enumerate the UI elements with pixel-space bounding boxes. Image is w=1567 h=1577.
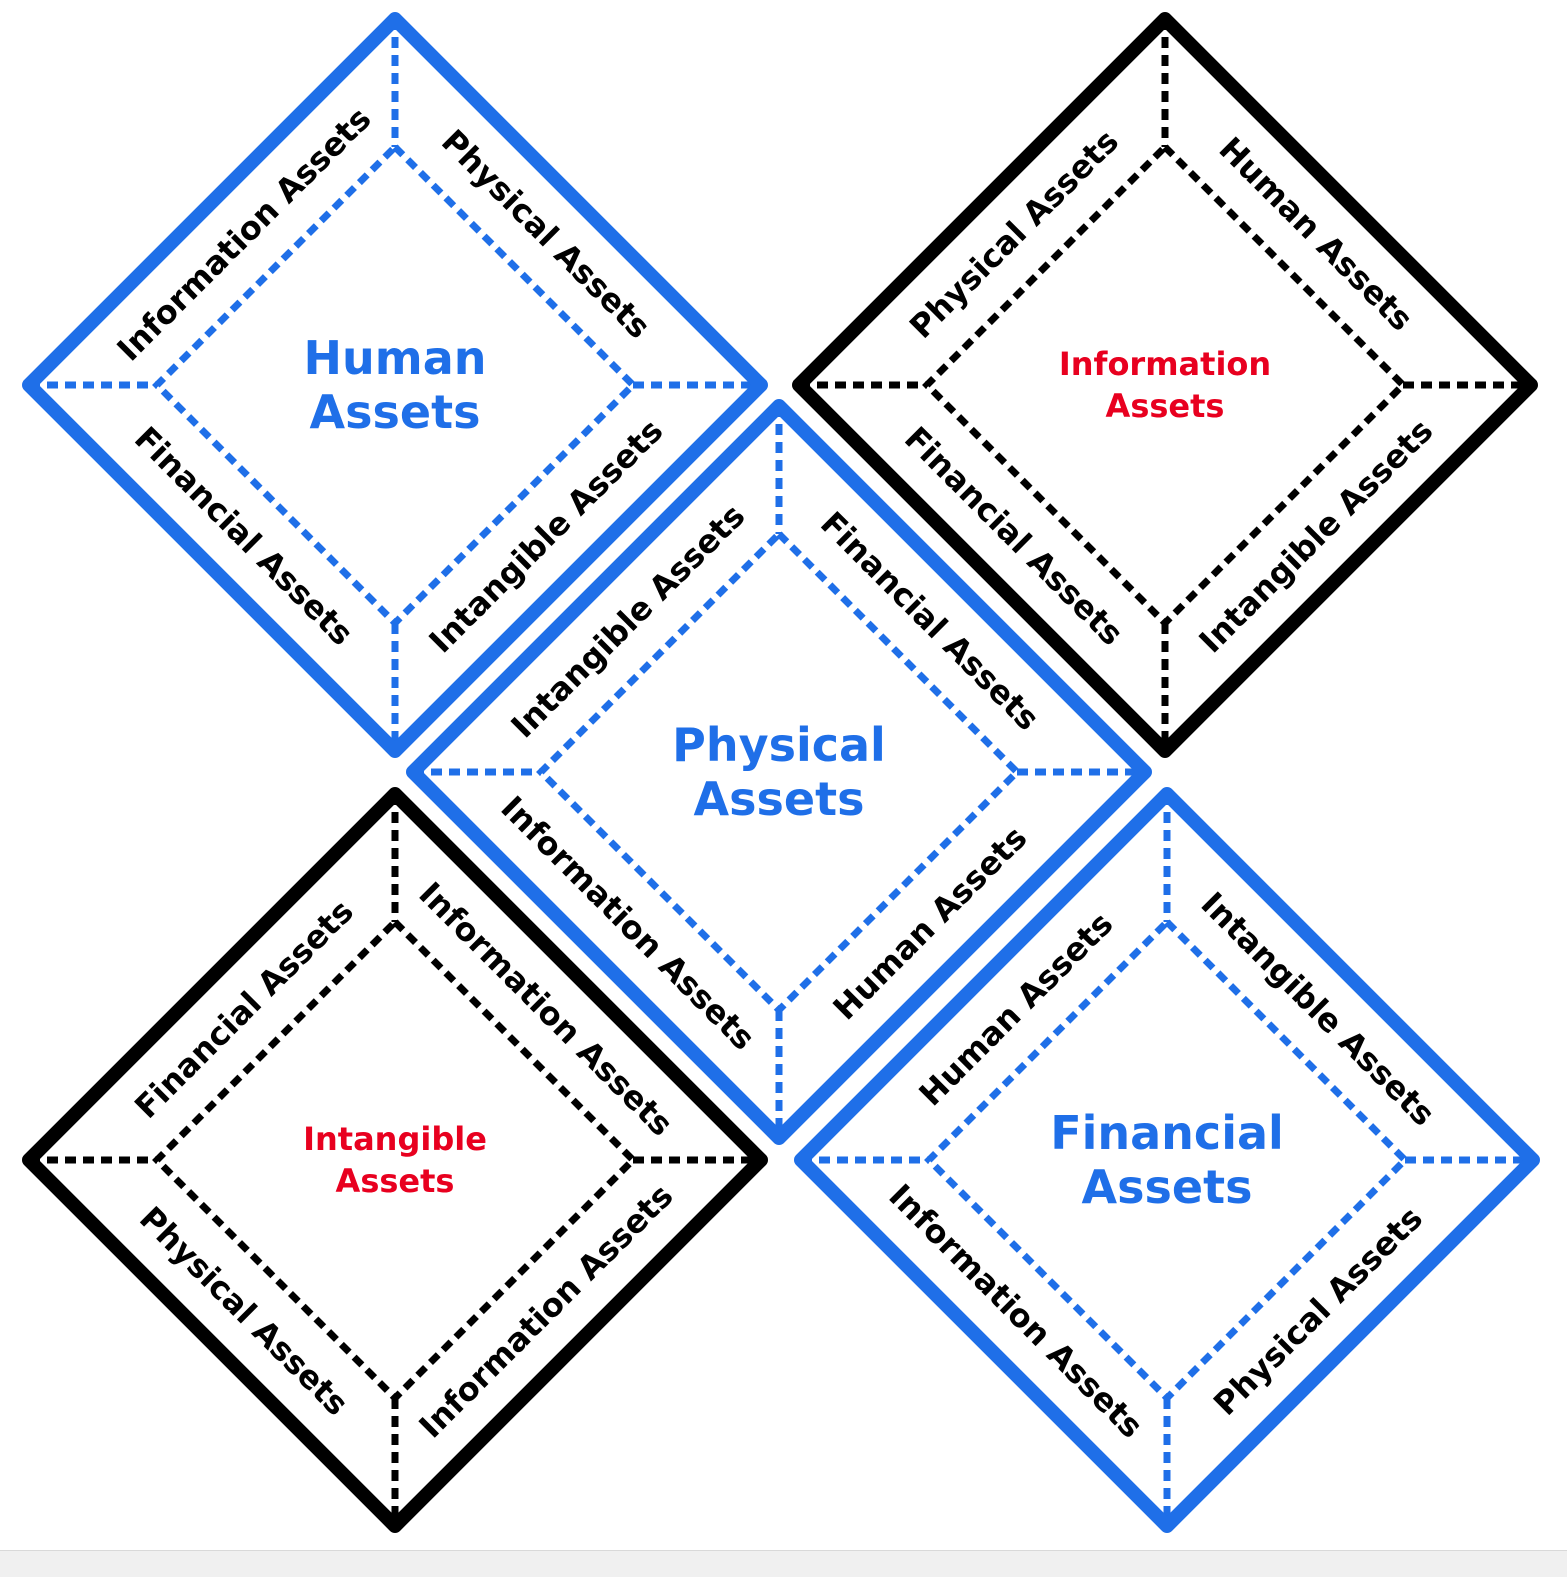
center-title-line: Assets [336,1162,455,1200]
outer-frame [406,399,1152,1145]
center-title-line: Information [1059,345,1271,383]
center-title-line: Human [304,331,487,385]
center-title-line: Assets [694,772,865,826]
center-title-line: Financial [1050,1106,1284,1160]
footer-strip [0,1550,1567,1577]
outer-frame [22,787,768,1533]
outer-frame [22,12,768,758]
center-title-line: Assets [1106,387,1225,425]
center-title-line: Assets [1082,1160,1253,1214]
center-title-line: Intangible [303,1120,487,1158]
outer-frame [792,12,1538,758]
center-title-line: Physical [672,718,886,772]
center-title-line: Assets [310,385,481,439]
outer-frame [794,787,1540,1533]
